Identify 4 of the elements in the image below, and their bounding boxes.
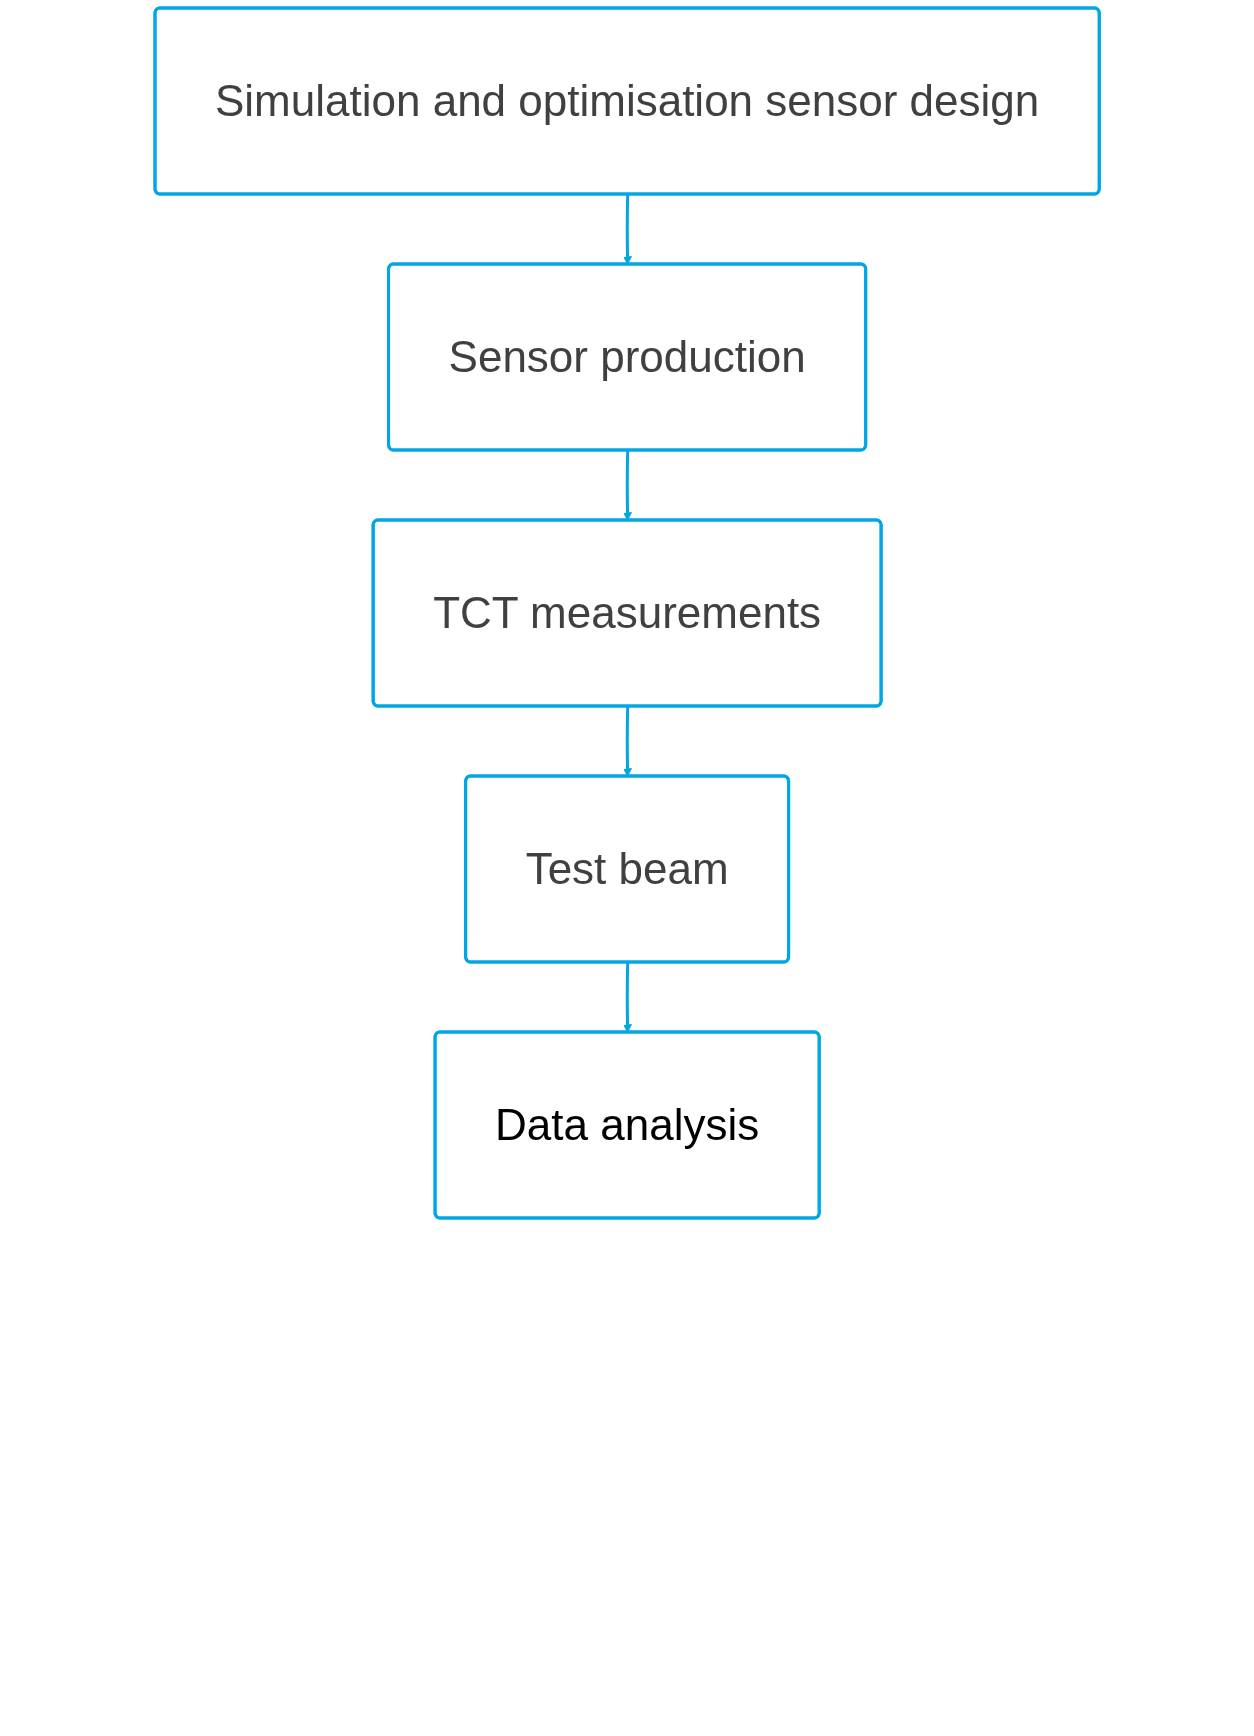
arrow [623,194,632,265]
arrow [623,450,632,521]
arrow [623,962,632,1033]
arrow [623,706,632,777]
